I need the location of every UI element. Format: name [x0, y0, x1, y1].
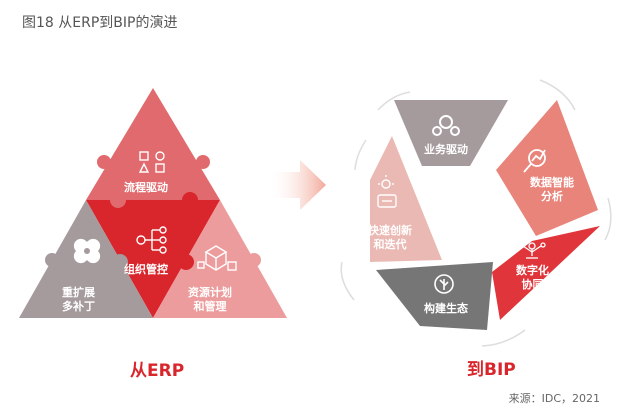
analytics-icon: [523, 149, 546, 173]
puzzle-tab: [45, 253, 59, 267]
bip-cycle-arrows: [340, 79, 612, 347]
label-business-driven: 业务驱动: [424, 143, 468, 156]
label-ecosystem: 构建生态: [424, 302, 468, 315]
block-resource-planning: [153, 200, 287, 318]
bip-pinwheel: [370, 100, 600, 330]
org-chart-icon: [136, 226, 167, 254]
flowchart-icon: [138, 151, 165, 173]
label-data-analytics: 数据智能 分析: [530, 176, 574, 203]
label-resource-planning: 资源计划 和管理: [188, 286, 232, 313]
bip-caption: 到BIP: [467, 360, 516, 380]
label-org-control: 组织管控: [124, 263, 168, 276]
idea-icon: [377, 175, 397, 208]
erp-caption: 从ERP: [130, 361, 185, 381]
block-digital-collab: [492, 226, 600, 320]
puzzle-tab: [112, 254, 128, 270]
block-process-driven: [86, 88, 220, 200]
puzzle-tab: [110, 192, 126, 208]
puzzle-tab: [196, 155, 210, 169]
puzzle-tab: [182, 192, 198, 208]
puzzle-tab: [146, 296, 160, 310]
figure-title: 图18 从ERP到BIP的演进: [22, 15, 178, 31]
label-digital-collab: 数字化 协同: [516, 264, 549, 291]
puzzle-tab: [97, 155, 111, 169]
puzzle-tab: [178, 254, 194, 270]
label-heavy-extension: 重扩展 多补丁: [62, 286, 95, 313]
network-icon: [518, 242, 546, 259]
transition-arrow: [268, 160, 326, 210]
block-data-analytics: [496, 100, 598, 236]
erp-triangle: [19, 88, 287, 318]
gears-icon: [432, 115, 460, 136]
ecosystem-icon: [434, 274, 454, 294]
label-process-driven: 流程驱动: [124, 181, 168, 194]
block-ecosystem: [376, 262, 493, 330]
patch-icon: [73, 238, 101, 264]
block-org-control: [86, 200, 220, 318]
source-note: 来源：IDC，2021: [508, 392, 600, 405]
block-innovation: [370, 136, 442, 262]
resource-icon: [197, 245, 237, 271]
puzzle-tab: [247, 253, 261, 267]
label-innovation: 快速创新 和迭代: [368, 224, 412, 251]
